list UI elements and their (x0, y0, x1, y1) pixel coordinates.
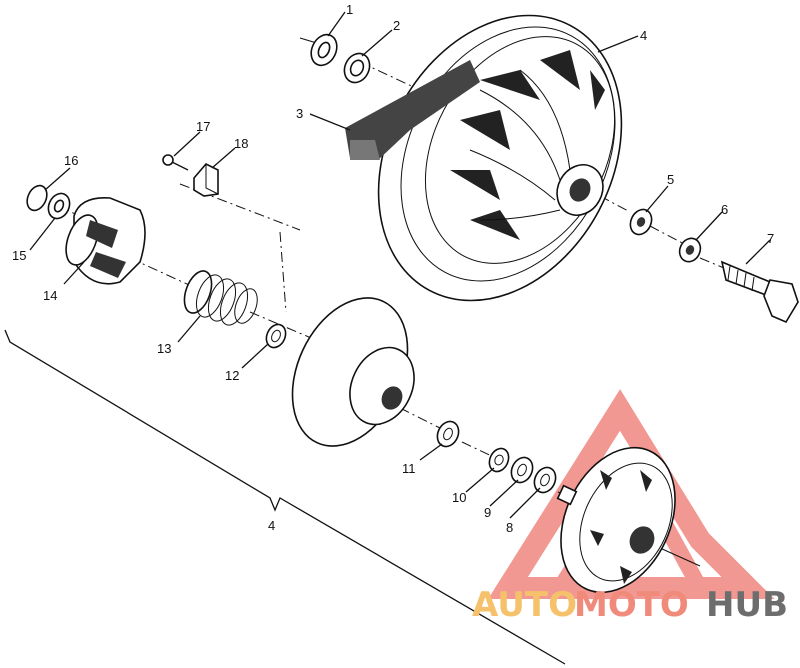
movable-sheave (291, 297, 415, 447)
label-5: 5 (667, 172, 674, 187)
part-6-nut (678, 237, 702, 263)
part-2-washer (343, 52, 371, 84)
fixed-sheave (556, 446, 676, 594)
part-3-belt (345, 60, 480, 160)
label-6: 6 (721, 202, 728, 217)
part-5-washer (629, 208, 653, 236)
watermark-auto: AUTO (472, 585, 577, 625)
label-14: 14 (43, 288, 57, 303)
part-labels: 1 2 3 4 5 6 7 8 9 10 11 12 13 14 15 16 1… (12, 2, 774, 535)
part-11-bushing (436, 420, 460, 448)
part-15-washer (47, 192, 71, 220)
label-2: 2 (393, 18, 400, 33)
part-12-bushing (265, 323, 287, 349)
part-16-clip (26, 184, 48, 212)
leader-lines (29, 11, 771, 519)
watermark-text: AUTO MOTO HUB (472, 585, 788, 625)
label-7: 7 (767, 231, 774, 246)
part-8-washer (533, 466, 557, 494)
part-18-button (193, 163, 219, 197)
part-9-washer (510, 456, 534, 484)
part-17-screw (162, 154, 189, 171)
part-14-cam (65, 197, 146, 285)
part-1-washer (310, 33, 338, 67)
part-7-bolt (720, 260, 799, 324)
label-1: 1 (346, 2, 353, 17)
label-17: 17 (196, 119, 210, 134)
watermark-moto: MOTO (574, 585, 689, 625)
watermark-hub: HUB (706, 585, 788, 625)
label-18: 18 (234, 136, 248, 151)
label-4-sheave: 4 (640, 28, 647, 43)
assembly-bracket (4, 329, 566, 665)
label-16: 16 (64, 153, 78, 168)
label-9: 9 (484, 505, 491, 520)
label-8: 8 (506, 520, 513, 535)
label-15: 15 (12, 248, 26, 263)
part-4-driven-sheave (377, 14, 623, 302)
part-13-spring (183, 270, 258, 326)
label-12: 12 (225, 368, 239, 383)
part-10-washer (488, 447, 510, 473)
label-3: 3 (296, 106, 303, 121)
label-4-assembly: 4 (268, 518, 275, 533)
label-11: 11 (402, 461, 416, 476)
label-13: 13 (157, 341, 171, 356)
label-10: 10 (452, 490, 466, 505)
